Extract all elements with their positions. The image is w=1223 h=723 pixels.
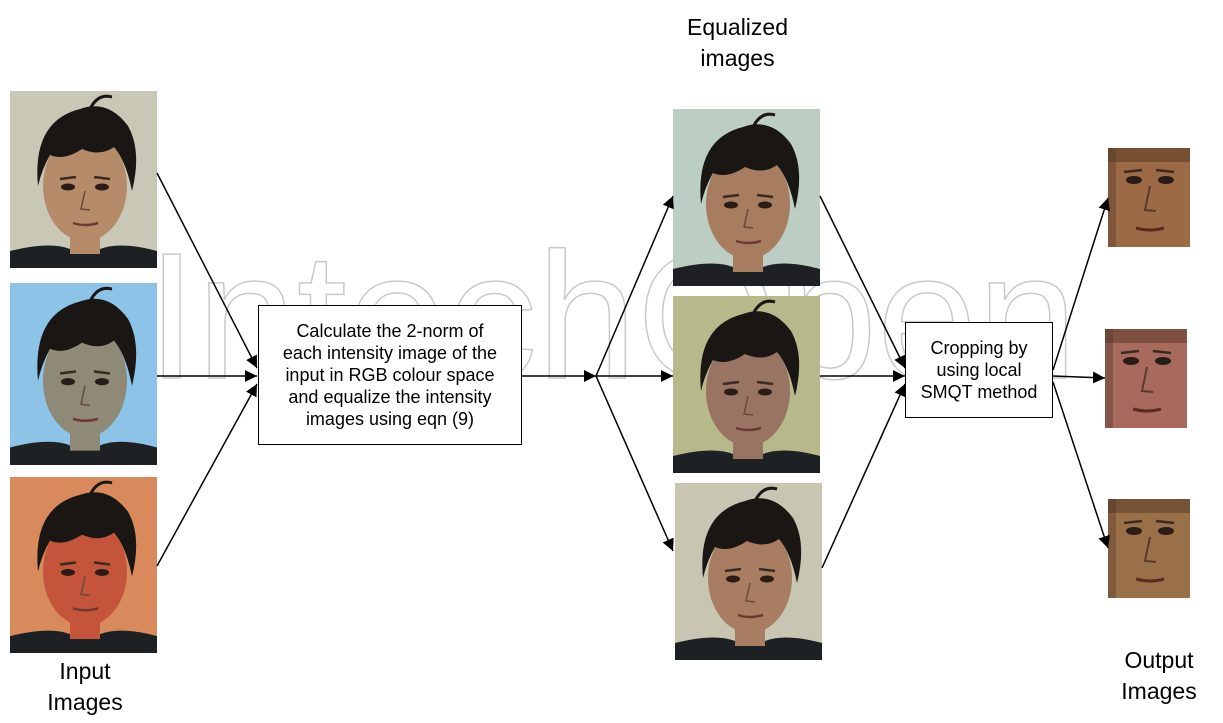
process-box: Calculate the 2-norm of each intensity i… — [258, 305, 522, 445]
equalized-label-line2: images — [700, 45, 775, 71]
arrow-input1-to-process — [156, 172, 258, 369]
crop-box: Cropping by using local SMQT method — [905, 322, 1053, 418]
equalized-label-line1: Equalized — [686, 14, 789, 40]
process-line-1: Calculate the 2-norm of — [296, 321, 484, 341]
arrow-split-to-eq1 — [595, 195, 674, 377]
arrow-input3-to-process — [156, 383, 258, 567]
equalized-images-label: Equalized images — [640, 12, 835, 74]
arrow-crop-to-out3 — [1052, 381, 1110, 549]
arrow-eq3-to-crop — [821, 383, 906, 569]
input-label-line1: Input — [59, 658, 111, 684]
process-line-3: input in RGB colour space — [285, 365, 495, 385]
arrow-eq1-to-crop — [819, 195, 906, 369]
input-images-label: Input Images — [20, 656, 150, 718]
equalized-image-1 — [673, 109, 820, 286]
input-label-line2: Images — [47, 689, 123, 715]
crop-line-2: using local — [936, 360, 1022, 380]
arrow-crop-to-out1 — [1052, 197, 1111, 371]
output-image-2 — [1105, 329, 1187, 428]
input-image-3 — [10, 477, 157, 653]
input-image-1 — [10, 91, 157, 268]
output-image-3 — [1108, 499, 1190, 598]
process-line-5: images using eqn (9) — [305, 409, 475, 429]
output-label-line2: Images — [1121, 678, 1197, 704]
equalized-image-2 — [673, 296, 820, 473]
input-image-2 — [10, 283, 157, 465]
process-line-4: and equalize the intensity — [288, 387, 492, 407]
crop-line-3: SMQT method — [920, 382, 1038, 402]
arrow-crop-to-out2 — [1052, 371, 1106, 384]
crop-line-1: Cropping by — [930, 338, 1028, 358]
process-line-2: each intensity image of the — [282, 343, 498, 363]
output-label-line1: Output — [1124, 647, 1194, 673]
arrow-split-to-eq3 — [595, 375, 674, 552]
output-image-1 — [1108, 148, 1190, 247]
equalized-image-3 — [675, 483, 822, 660]
output-images-label: Output Images — [1100, 645, 1218, 707]
